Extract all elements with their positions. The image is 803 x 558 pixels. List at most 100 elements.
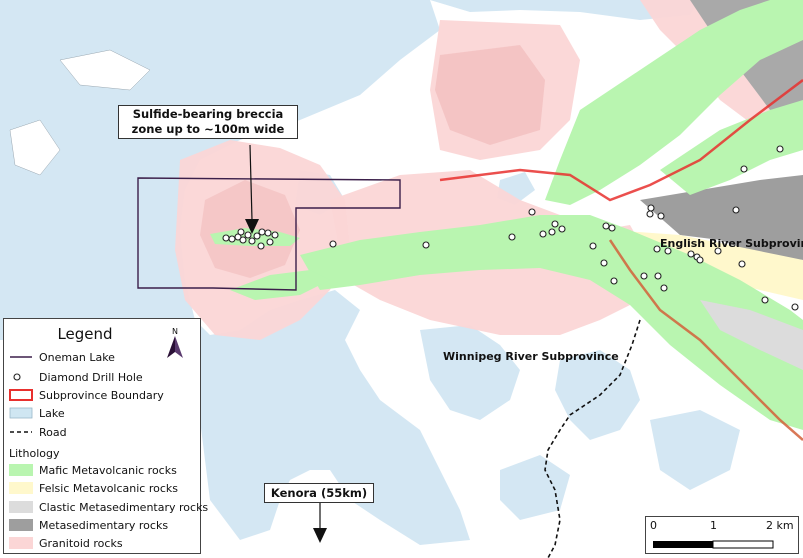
legend-label: Lake xyxy=(39,406,65,420)
drill-hole xyxy=(508,233,516,241)
subprovince-boundary xyxy=(439,79,803,202)
drill-hole xyxy=(653,245,661,253)
kenora-callout: Kenora (55km) xyxy=(264,483,374,503)
mafic-belt-main xyxy=(300,215,803,430)
legend-label: Granitoid rocks xyxy=(39,536,123,550)
drill-hole xyxy=(228,235,236,243)
drill-hole xyxy=(761,296,769,304)
drill-hole xyxy=(732,206,740,214)
mafic-swatch-icon xyxy=(9,464,33,476)
drill-hole xyxy=(740,165,748,173)
drill-hole xyxy=(539,230,547,238)
drill-hole xyxy=(738,260,746,268)
small-island-west xyxy=(59,49,151,91)
legend: Legend N Oneman Lake Diamond Drill Hole … xyxy=(3,318,208,554)
kenora-arrow-head xyxy=(313,528,327,543)
lithology-heading: Lithology xyxy=(9,446,60,460)
scale-tick-label: 2 km xyxy=(766,519,794,532)
legend-label: Metasedimentary rocks xyxy=(39,518,169,532)
dashed-line-swatch-icon xyxy=(9,426,33,438)
legend-item-road: Road xyxy=(9,424,67,440)
north-arrow-icon: N xyxy=(167,327,183,358)
south-lake-1 xyxy=(420,325,520,420)
legend-label: Mafic Metavolcanic rocks xyxy=(39,463,177,477)
legend-item-oneman-lake: Oneman Lake xyxy=(9,349,115,365)
drill-hole xyxy=(551,220,559,228)
drill-hole xyxy=(234,233,242,241)
drill-hole xyxy=(258,228,266,236)
legend-item-metasedimentary: Metasedimentary rocks xyxy=(9,517,168,533)
clastic-east xyxy=(700,300,803,370)
drill-hole xyxy=(660,284,668,292)
circle-swatch-icon xyxy=(9,371,33,383)
legend-label: Oneman Lake xyxy=(39,350,115,364)
drill-hole xyxy=(237,228,245,236)
drill-hole xyxy=(548,228,556,236)
drill-hole xyxy=(589,242,597,250)
english-river-label: English River Subprovince xyxy=(660,237,803,250)
legend-item-granitoid: Granitoid rocks xyxy=(9,535,123,551)
scale-bar-graphic xyxy=(653,540,774,549)
drill-hole xyxy=(248,237,256,245)
metasedimentary-swatch-icon xyxy=(9,519,33,531)
legend-label: Subprovince Boundary xyxy=(39,388,164,402)
legend-item-subprovince-boundary: Subprovince Boundary xyxy=(9,387,164,403)
drill-hole xyxy=(696,256,704,264)
drill-hole xyxy=(602,222,610,230)
legend-label: Diamond Drill Hole xyxy=(39,370,143,384)
legend-item-clastic: Clastic Metasedimentary rocks xyxy=(9,499,208,515)
legend-label: Road xyxy=(39,425,67,439)
north-letter: N xyxy=(172,327,178,336)
granitoid-north-inner xyxy=(435,45,545,145)
felsic-swatch-icon xyxy=(9,482,33,494)
drill-hole xyxy=(239,236,247,244)
drill-hole xyxy=(610,277,618,285)
lake-swatch-icon xyxy=(9,407,33,419)
legend-label: Clastic Metasedimentary rocks xyxy=(39,500,209,514)
mafic-belt-sw xyxy=(230,270,330,300)
drill-hole xyxy=(687,250,695,258)
breccia-arrow-line xyxy=(249,144,253,221)
drill-holes xyxy=(222,145,799,311)
drill-hole xyxy=(600,259,608,267)
drill-hole xyxy=(244,231,252,239)
drill-hole xyxy=(654,272,662,280)
drill-hole xyxy=(266,238,274,246)
north-lake xyxy=(430,0,700,20)
legend-item-mafic: Mafic Metavolcanic rocks xyxy=(9,462,177,478)
scale-tick-label: 0 xyxy=(650,519,657,532)
legend-lithology-title: Lithology xyxy=(9,445,59,461)
small-lake-west xyxy=(9,119,61,176)
road xyxy=(544,319,641,558)
legend-label: Felsic Metavolcanic rocks xyxy=(39,481,179,495)
south-lake-4 xyxy=(500,455,570,520)
winnipeg-river-label: Winnipeg River Subprovince xyxy=(443,350,619,363)
drill-hole xyxy=(664,247,672,255)
south-lake-3 xyxy=(650,410,740,490)
breccia-zone-callout: Sulfide-bearing breccia zone up to ~100m… xyxy=(118,105,298,139)
scale-bar: 0 1 2 km xyxy=(645,516,799,554)
mafic-belt-ne xyxy=(660,100,803,195)
subprovince-boundary-south xyxy=(608,239,803,441)
drill-hole xyxy=(422,241,430,249)
drill-hole xyxy=(791,303,799,311)
drill-hole xyxy=(608,224,616,232)
legend-item-drill-hole: Diamond Drill Hole xyxy=(9,369,143,385)
boundary-swatch-icon xyxy=(9,389,33,401)
oneman-lake-outline xyxy=(137,177,401,291)
mafic-belt-north xyxy=(545,0,803,205)
breccia-arrow-head xyxy=(245,219,259,234)
scale-tick-label: 1 xyxy=(710,519,717,532)
legend-item-lake: Lake xyxy=(9,405,65,421)
western-lake xyxy=(0,0,470,545)
clastic-swatch-icon xyxy=(9,501,33,513)
line-swatch-icon xyxy=(9,351,33,363)
drill-hole xyxy=(776,145,784,153)
legend-title: Legend xyxy=(57,325,113,343)
drill-hole xyxy=(640,272,648,280)
south-lake-2 xyxy=(555,350,640,440)
drill-hole xyxy=(264,229,272,237)
granitoid-swatch-icon xyxy=(9,537,33,549)
